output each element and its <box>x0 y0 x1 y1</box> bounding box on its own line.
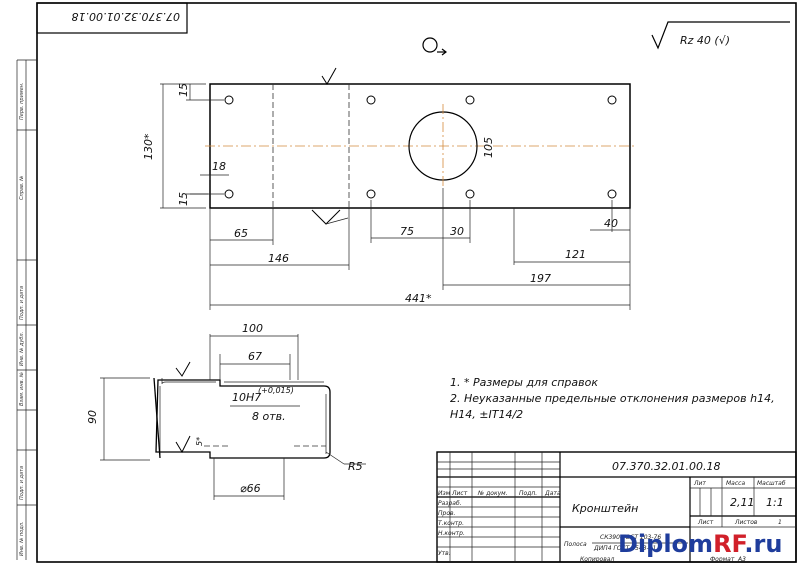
hole-callout-main: 10H7 <box>232 391 261 404</box>
strip-label: Справ. № <box>19 176 25 200</box>
svg-text:Масштаб: Масштаб <box>757 480 786 487</box>
roughness-text: Rz 40 (√) <box>680 34 730 47</box>
profile-outer <box>155 379 331 459</box>
sheet-frame <box>36 2 797 563</box>
code-box <box>36 2 188 34</box>
svg-text:1:1: 1:1 <box>766 496 784 509</box>
dim-75: 75 <box>400 225 414 238</box>
svg-text:2,11: 2,11 <box>730 496 755 509</box>
profile-inner <box>159 378 327 455</box>
svg-text:Утв.: Утв. <box>438 550 451 557</box>
svg-text:СК390-ГОСТ 103-76: СК390-ГОСТ 103-76 <box>600 534 661 541</box>
svg-text:Подп.: Подп. <box>519 490 537 497</box>
dim-130: 130* <box>142 133 155 160</box>
svg-text:ДИП4 ГОСТ 4543-71: ДИП4 ГОСТ 4543-71 <box>593 545 656 552</box>
dim-121: 121 <box>565 248 586 261</box>
strip-label: Перв. примен. <box>19 82 25 120</box>
radius-label: R5 <box>348 460 363 473</box>
svg-text:Копировал: Копировал <box>580 556 614 563</box>
svg-text:Т.контр.: Т.контр. <box>438 520 464 527</box>
svg-text:A3: A3 <box>737 556 746 563</box>
dim-40: 40 <box>604 217 618 230</box>
dim-66: ⌀66 <box>240 482 261 495</box>
side-view: 100 67 90 5* ⌀66 10H7 (+0,015) 8 отв. R5 <box>86 322 366 500</box>
tech-notes: 1. * Размеры для справок 2. Неуказанные … <box>450 376 775 421</box>
title-block: Изм Лист № докум. Подп. Дата Разраб. Про… <box>436 451 797 563</box>
dim-90: 90 <box>86 410 99 424</box>
svg-text:Масса: Масса <box>726 480 745 487</box>
roughness-symbol: Rz 40 (√) <box>651 21 790 50</box>
strip-label: Подп. и дата <box>19 466 25 500</box>
hole-callout-count: 8 отв. <box>252 410 286 423</box>
note-2: 2. Неуказанные предельные отклонения раз… <box>450 392 775 405</box>
svg-text:1: 1 <box>778 519 782 526</box>
svg-text:Листов: Листов <box>734 519 758 526</box>
svg-text:Лист: Лист <box>697 519 714 526</box>
dim-15-bottom: 15 <box>177 192 190 206</box>
svg-text:Лист: Лист <box>451 490 468 497</box>
watermark-logo: DiplomRF.ru <box>618 530 782 558</box>
top-view: 130* 15 15 18 105 65 146 75 30 40 121 <box>142 67 636 310</box>
code-rotated: 07.370.32.01.00.18 <box>72 10 180 23</box>
strip-label: Взам. инв. № <box>19 372 25 406</box>
dim-197: 197 <box>530 272 551 285</box>
dim-5: 5* <box>195 437 204 446</box>
dim-65: 65 <box>234 227 248 240</box>
dim-146: 146 <box>268 252 289 265</box>
svg-text:№ докум.: № докум. <box>477 490 508 497</box>
svg-text:Разраб.: Разраб. <box>438 500 462 507</box>
hole-callout-tol: (+0,015) <box>258 386 294 395</box>
svg-text:Изм: Изм <box>438 490 451 497</box>
rotation-symbol-icon <box>422 37 447 56</box>
svg-text:Формат: Формат <box>710 556 735 563</box>
strip-label: Инв. № подл. <box>19 522 25 557</box>
tb-designation: 07.370.32.01.00.18 <box>612 460 720 473</box>
dim-30: 30 <box>450 225 464 238</box>
small-holes <box>224 95 617 199</box>
dim-67: 67 <box>248 350 262 363</box>
svg-text:DiplomRF.ru: DiplomRF.ru <box>618 530 782 558</box>
note-3: H14, ±IT14/2 <box>450 408 523 421</box>
svg-text:Лит: Лит <box>693 480 706 487</box>
strip-label: Подп. и дата <box>19 286 25 320</box>
svg-text:Полоса: Полоса <box>564 541 587 548</box>
tb-part-name: Кронштейн <box>572 502 638 515</box>
dim-105: 105 <box>482 137 495 158</box>
dim-18: 18 <box>212 160 226 173</box>
svg-text:Н.контр.: Н.контр. <box>438 530 465 537</box>
strip-label: Инв. № дубл. <box>19 332 25 366</box>
binding-strip: Перв. примен. Справ. № Подп. и дата Инв.… <box>16 59 37 560</box>
dim-441: 441* <box>405 292 432 305</box>
note-1: 1. * Размеры для справок <box>450 376 598 389</box>
dim-15-top: 15 <box>177 83 190 97</box>
dim-100: 100 <box>242 322 263 335</box>
svg-text:Пров.: Пров. <box>438 510 456 517</box>
svg-text:Дата: Дата <box>544 490 561 497</box>
